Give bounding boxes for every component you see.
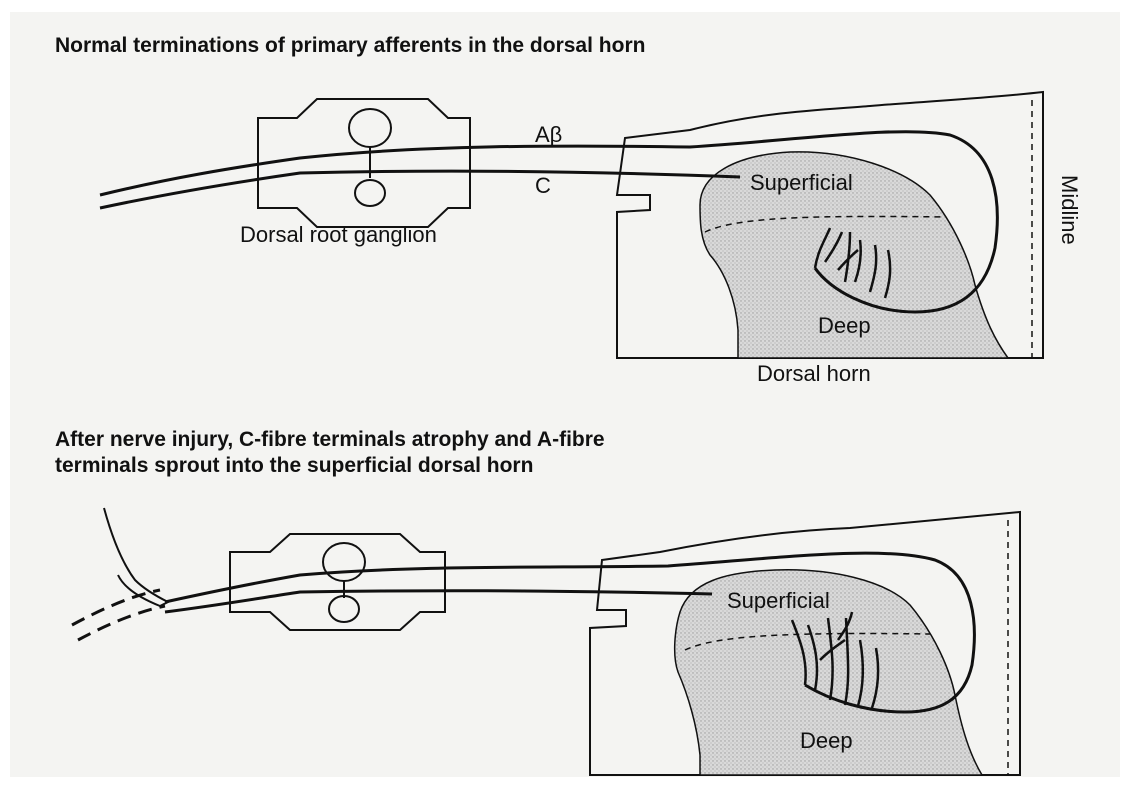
label-abeta: Aβ <box>535 122 562 147</box>
normal-panel-title: Normal terminations of primary afferents… <box>55 33 645 59</box>
injury-panel-title-line2: terminals sprout into the superficial do… <box>55 453 533 479</box>
label-superficial: Superficial <box>750 170 853 195</box>
label-c-fibre: C <box>535 173 551 198</box>
injury-panel-title-line1: After nerve injury, C-fibre terminals at… <box>55 427 605 453</box>
label-superficial-injury: Superficial <box>727 588 830 613</box>
page-background <box>10 12 1120 777</box>
label-ganglion: Dorsal root ganglion <box>240 222 437 247</box>
label-deep-injury: Deep <box>800 728 853 753</box>
label-deep: Deep <box>818 313 871 338</box>
label-dorsal-horn: Dorsal horn <box>757 361 871 386</box>
label-midline: Midline <box>1057 175 1082 245</box>
